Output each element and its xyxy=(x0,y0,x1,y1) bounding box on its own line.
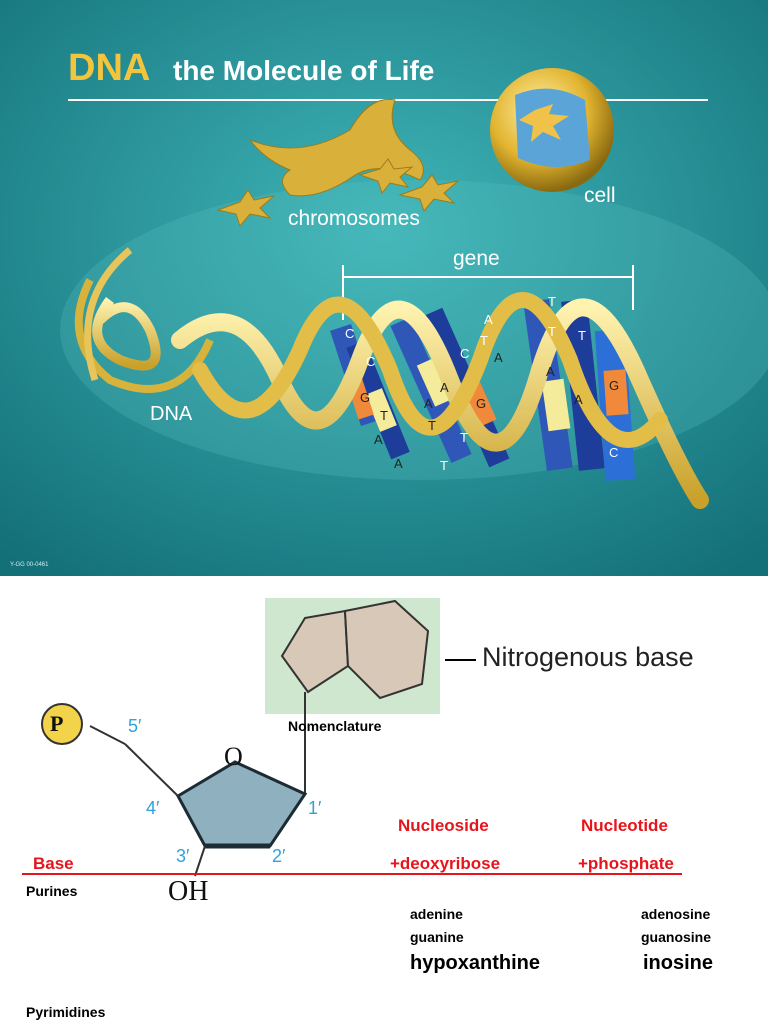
svg-text:T: T xyxy=(460,430,468,445)
svg-text:A: A xyxy=(494,350,503,365)
carbon-2-prime: 2′ xyxy=(272,846,286,866)
svg-text:T: T xyxy=(548,294,556,309)
carbon-3-prime: 3′ xyxy=(176,846,190,866)
carbon-1-prime: 1′ xyxy=(308,798,322,818)
purine-nucleotide-adenosine: adenosine xyxy=(641,906,711,922)
svg-text:A: A xyxy=(546,364,555,379)
purine-six-ring xyxy=(343,599,430,700)
svg-text:T: T xyxy=(548,324,556,339)
cell-graphic xyxy=(490,68,614,192)
header-base: Base xyxy=(33,854,74,873)
svg-text:A: A xyxy=(374,432,383,447)
svg-text:A: A xyxy=(440,380,449,395)
row-label-purines: Purines xyxy=(26,883,78,899)
svg-text:T: T xyxy=(428,418,436,433)
purine-nucleotide-inosine: inosine xyxy=(643,952,714,974)
carbon-5-prime: 5′ xyxy=(128,716,142,736)
header-nucleotide: Nucleotide xyxy=(581,816,668,835)
image-credit: Y-GG 00-0461 xyxy=(10,562,49,568)
nucleotide-structure-svg xyxy=(22,598,682,877)
purine-base-adenine: adenine xyxy=(410,906,463,922)
svg-text:C: C xyxy=(609,445,618,460)
label-dna: DNA xyxy=(150,403,193,425)
purine-base-guanine: guanine xyxy=(410,929,464,945)
svg-text:G: G xyxy=(476,396,486,411)
label-chromosomes: chromosomes xyxy=(288,207,420,230)
svg-text:A: A xyxy=(574,392,583,407)
hydroxyl-label: OH xyxy=(168,876,209,907)
svg-text:A: A xyxy=(424,396,433,411)
phosphate-circle xyxy=(41,703,83,745)
svg-text:C: C xyxy=(345,326,354,341)
dna-illustration-svg: DNA the Molecule of Life cell chromosome… xyxy=(0,0,768,576)
purine-nucleotide-guanosine: guanosine xyxy=(641,929,712,945)
svg-text:T: T xyxy=(380,408,388,423)
dna-helix xyxy=(74,247,709,509)
svg-text:C: C xyxy=(366,354,375,369)
c5-c4-bond xyxy=(124,743,179,797)
title-rest: the Molecule of Life xyxy=(173,55,434,86)
svg-text:T: T xyxy=(578,328,586,343)
svg-text:C: C xyxy=(460,346,469,361)
purine-five-ring xyxy=(280,609,350,694)
phosphate-symbol: P xyxy=(50,711,64,736)
svg-text:T: T xyxy=(480,333,488,348)
purine-base-hypoxanthine: hypoxanthine xyxy=(410,952,541,974)
label-gene: gene xyxy=(453,247,500,270)
label-cell: cell xyxy=(584,184,616,207)
svg-text:G: G xyxy=(360,390,370,405)
header-nucleoside: Nucleoside xyxy=(398,816,489,835)
row-label-pyrimidines: Pyrimidines xyxy=(26,1004,106,1020)
sugar-ring xyxy=(175,760,308,848)
header-deoxyribose: +deoxyribose xyxy=(390,854,501,873)
ring-oxygen-symbol: O xyxy=(224,742,243,771)
chromosome-graphic xyxy=(216,98,460,228)
oh-bond xyxy=(194,845,206,877)
teal-background xyxy=(0,0,768,576)
phosphate-bond xyxy=(89,725,126,745)
label-nitrogenous-base: Nitrogenous base xyxy=(482,642,694,672)
svg-text:A: A xyxy=(394,456,403,471)
base-letters: C C G T A A T A T A T C A G A T T A T G … xyxy=(345,294,619,473)
svg-text:A: A xyxy=(484,312,493,327)
label-nomenclature: Nomenclature xyxy=(288,718,382,734)
svg-text:T: T xyxy=(440,458,448,473)
title-dna: DNA xyxy=(68,47,150,89)
dna-illustration: DNA the Molecule of Life cell chromosome… xyxy=(0,0,768,576)
carbon-4-prime: 4′ xyxy=(146,798,160,818)
svg-text:G: G xyxy=(609,378,619,393)
header-phosphate: +phosphate xyxy=(578,854,674,873)
nucleotide-section: Nitrogenous base Nomenclature P O OH 5′ … xyxy=(0,576,768,1024)
